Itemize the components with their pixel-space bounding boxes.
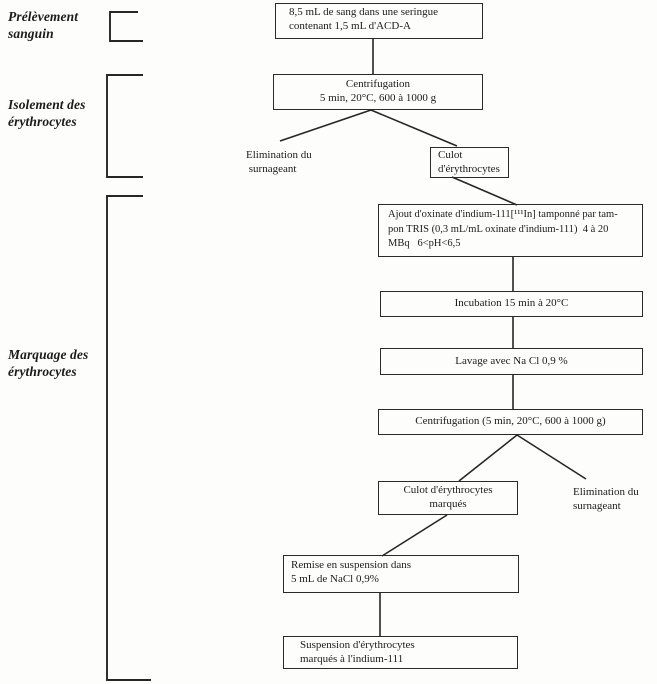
- connector-labeled-pellet-to-resuspension: [381, 514, 448, 557]
- bracket-prelevement: [109, 11, 143, 42]
- node-resuspension: Remise en suspension dans 5 mL de NaCl 0…: [283, 555, 519, 593]
- node-labeled-pellet: Culot d'érythrocytes marqués: [378, 481, 518, 515]
- bracket-isolement: [106, 74, 143, 178]
- node-supernatant-removal-1: Elimination du surnageant: [246, 149, 312, 175]
- node-blood-sample: 8,5 mL de sang dans une seringue contena…: [275, 3, 483, 39]
- node-washing: Lavage avec Na Cl 0,9 %: [380, 348, 643, 375]
- node-centrifugation-1: Centrifugation 5 min, 20°C, 600 à 1000 g: [273, 74, 483, 110]
- connector-centrifuge2-to-elim2: [516, 434, 587, 480]
- connector-centrifuge1-to-elim1: [279, 109, 372, 142]
- connector-centrifuge1-to-pellet: [370, 109, 458, 147]
- connector-pellet-to-ajout: [451, 176, 518, 206]
- connector-centrifuge2-to-labeled-pellet: [458, 434, 518, 482]
- stage-label-marquage-erythrocytes: Marquage des érythrocytes: [8, 347, 89, 379]
- node-indium-oxine-addition: Ajout d'oxinate d'indium-111[¹¹¹In] tamp…: [378, 204, 643, 257]
- node-centrifugation-2: Centrifugation (5 min, 20°C, 600 à 1000 …: [378, 409, 643, 435]
- bracket-marquage: [106, 195, 151, 681]
- stage-label-prelevement-sanguin: Prélèvement sanguin: [8, 9, 79, 41]
- node-erythrocyte-pellet: Culot d'érythrocytes: [430, 147, 509, 178]
- node-supernatant-removal-2: Elimination du surnageant: [573, 486, 639, 512]
- node-final-suspension: Suspension d'érythrocytes marqués à l'in…: [283, 636, 518, 669]
- stage-label-isolement-erythrocytes: Isolement des érythrocytes: [8, 97, 86, 129]
- node-incubation: Incubation 15 min à 20°C: [380, 291, 643, 317]
